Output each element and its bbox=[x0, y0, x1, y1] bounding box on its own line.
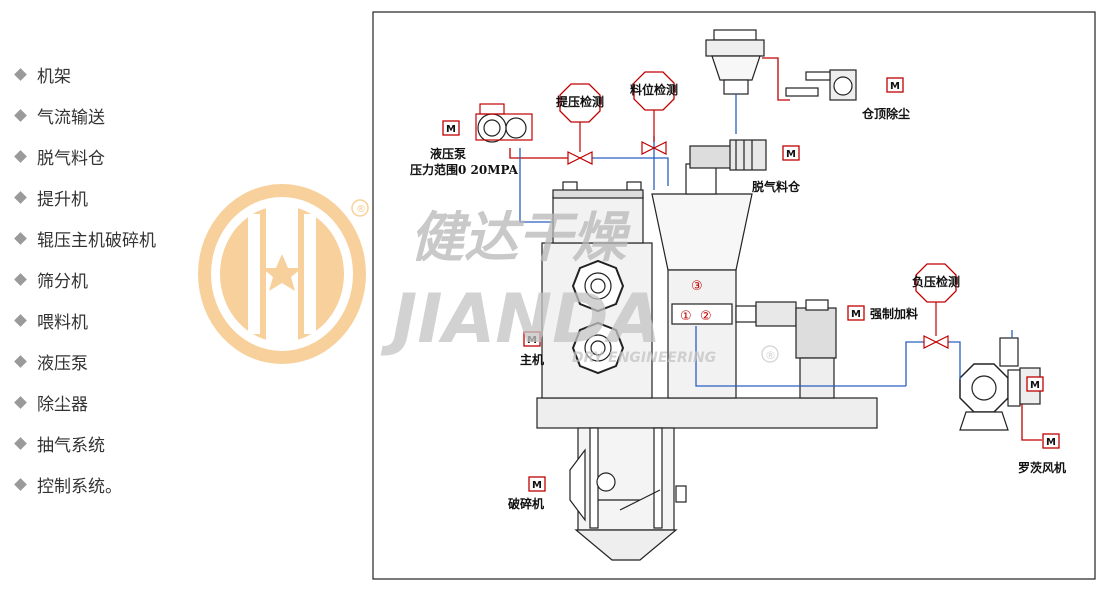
motor-pump-mark: M bbox=[446, 124, 456, 135]
list-item: 除尘器 bbox=[10, 382, 156, 423]
watermark-sub: DRY ENGINEERING bbox=[572, 350, 716, 366]
gauge-pressure-label: 提压检测 bbox=[556, 94, 604, 109]
list-item-label: 气流输送 bbox=[37, 108, 105, 128]
motor-silo-mark: M bbox=[786, 149, 796, 160]
lower-roll bbox=[571, 321, 625, 375]
motor-main-mark: M bbox=[527, 335, 537, 346]
list-item-label: 喂料机 bbox=[37, 313, 88, 333]
list-item: 喂料机 bbox=[10, 300, 156, 341]
watermark-text: 健达干燥 JIANDA DRY ENGINEERING ® bbox=[380, 206, 779, 366]
watermark-registered: ® bbox=[765, 349, 776, 362]
motor-dust-mark: M bbox=[890, 81, 900, 92]
list-item-label: 脱气料仓 bbox=[37, 149, 105, 169]
list-item-label: 抽气系统 bbox=[37, 436, 105, 456]
list-item: 抽气系统 bbox=[10, 423, 156, 464]
list-item: 液压泵 bbox=[10, 341, 156, 382]
list-item: 提升机 bbox=[10, 177, 156, 218]
list-item: 辊压主机破碎机 bbox=[10, 218, 156, 259]
label-forced-feed: 强制加料 bbox=[870, 306, 918, 321]
list-item: 筛分机 bbox=[10, 259, 156, 300]
motor-blower-side-mark: M bbox=[1030, 380, 1040, 391]
list-item-label: 提升机 bbox=[37, 190, 88, 210]
label-silo-top-dust: 仓顶除尘 bbox=[861, 106, 910, 121]
upper-roll bbox=[571, 259, 625, 313]
gauge-negative-pressure: 负压检测 bbox=[912, 263, 960, 303]
watermark-cn: 健达干燥 bbox=[410, 206, 631, 269]
list-item: 气流输送 bbox=[10, 95, 156, 136]
label-pressure-range: 压力范围0 20MPA bbox=[410, 162, 519, 177]
feature-list: 机架 气流输送 脱气料仓 提升机 辊压主机破碎机 筛分机 喂料机 液压泵 除尘器… bbox=[10, 54, 156, 505]
list-item-label: 除尘器 bbox=[37, 395, 88, 415]
circled-number-2: ② bbox=[700, 309, 712, 324]
circled-numbers: ① ② ③ bbox=[680, 279, 712, 324]
gauge-pressure: 提压检测 bbox=[556, 83, 604, 123]
motor-boxes: M M M M M M M M bbox=[442, 77, 1060, 492]
label-hydraulic-pump: 液压泵 bbox=[430, 146, 466, 161]
label-crusher: 破碎机 bbox=[508, 496, 544, 511]
watermark-en: JIANDA bbox=[380, 280, 661, 359]
circled-number-3: ③ bbox=[691, 279, 703, 294]
gauge-level: 料位检测 bbox=[630, 71, 678, 111]
list-item-label: 液压泵 bbox=[37, 354, 88, 374]
gauge-negative-label: 负压检测 bbox=[912, 274, 960, 289]
label-main-machine: 主机 bbox=[520, 352, 544, 367]
list-item: 脱气料仓 bbox=[10, 136, 156, 177]
list-item-label: 控制系统。 bbox=[37, 477, 122, 497]
list-item-label: 机架 bbox=[37, 67, 71, 87]
list-item-label: 辊压主机破碎机 bbox=[37, 231, 156, 251]
motor-crusher-mark: M bbox=[532, 480, 542, 491]
circled-number-1: ① bbox=[680, 309, 692, 324]
logo-registered-mark: ® bbox=[356, 204, 366, 215]
watermark-logo-icon bbox=[198, 184, 369, 364]
list-item: 控制系统。 bbox=[10, 464, 156, 505]
motor-blower-mark: M bbox=[1046, 437, 1056, 448]
label-roots-blower: 罗茨风机 bbox=[1018, 460, 1066, 475]
valves bbox=[567, 106, 949, 349]
label-degas-silo: 脱气料仓 bbox=[752, 179, 801, 194]
motor-feed-mark: M bbox=[851, 309, 861, 320]
gauge-level-label: 料位检测 bbox=[630, 82, 678, 97]
machine-drawing bbox=[475, 29, 1041, 561]
list-item: 机架 bbox=[10, 54, 156, 95]
list-item-label: 筛分机 bbox=[37, 272, 88, 292]
